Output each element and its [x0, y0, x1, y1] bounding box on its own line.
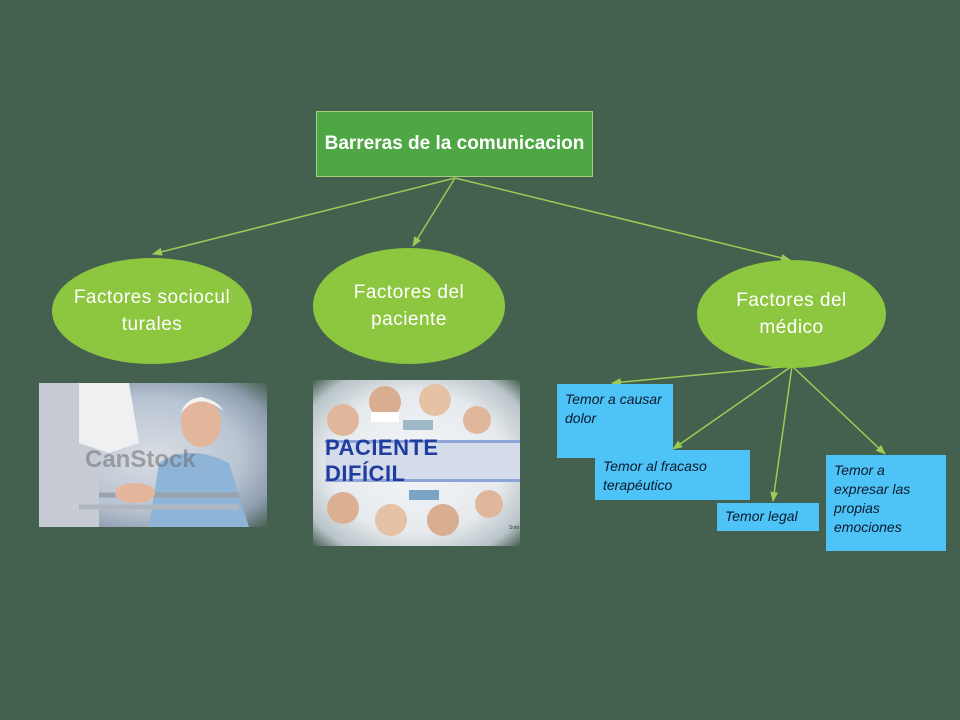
root-node: Barreras de la comunicacion	[316, 111, 593, 177]
watermark-text: CanStock	[85, 446, 196, 473]
branch-label: Factores del paciente	[353, 282, 465, 330]
factor-box-dolor: Temor a causar dolor	[557, 384, 673, 458]
factor-label: Temor a expresar las propias emociones	[834, 462, 911, 535]
factor-label: Temor legal	[725, 508, 798, 524]
root-label: Barreras de la comunicacion	[324, 133, 585, 154]
factor-box-fracaso: Temor al fracaso terapéutico	[595, 450, 750, 500]
photo-caption-text: Soto	[509, 525, 520, 531]
doctors-circle-illustration	[327, 384, 503, 536]
arrow-root-to-medico	[454, 177, 791, 262]
difficult-patient-banner: PACIENTE DIFÍCIL	[325, 435, 520, 486]
factor-label: Temor al fracaso terapéutico	[603, 458, 707, 493]
factor-box-legal: Temor legal	[717, 503, 819, 531]
arrow-root-to-paciente	[412, 177, 456, 247]
factor-box-emociones: Temor a expresar las propias emociones	[826, 455, 946, 551]
arrow-medico-to-dolor	[611, 365, 793, 387]
arrow-medico-to-fracaso	[672, 365, 793, 450]
arrow-medico-to-legal	[770, 365, 793, 502]
branch-label: Factores socioculturales	[73, 287, 231, 335]
branch-medico: Factores del médico	[697, 260, 886, 368]
branch-label: Factores del médico	[736, 290, 847, 338]
arrow-medico-to-emociones	[791, 365, 886, 455]
factor-label: Temor a causar dolor	[565, 391, 662, 426]
difficult-patient-photo: PACIENTE DIFÍCIL Soto	[313, 380, 520, 546]
elderly-patient-illustration	[39, 383, 249, 527]
branch-socioculturales: Factores socioculturales	[52, 258, 252, 364]
arrow-root-to-socioculturales	[152, 177, 456, 256]
elderly-patient-photo: CanStock	[39, 383, 267, 527]
branch-paciente: Factores del paciente	[313, 248, 505, 364]
